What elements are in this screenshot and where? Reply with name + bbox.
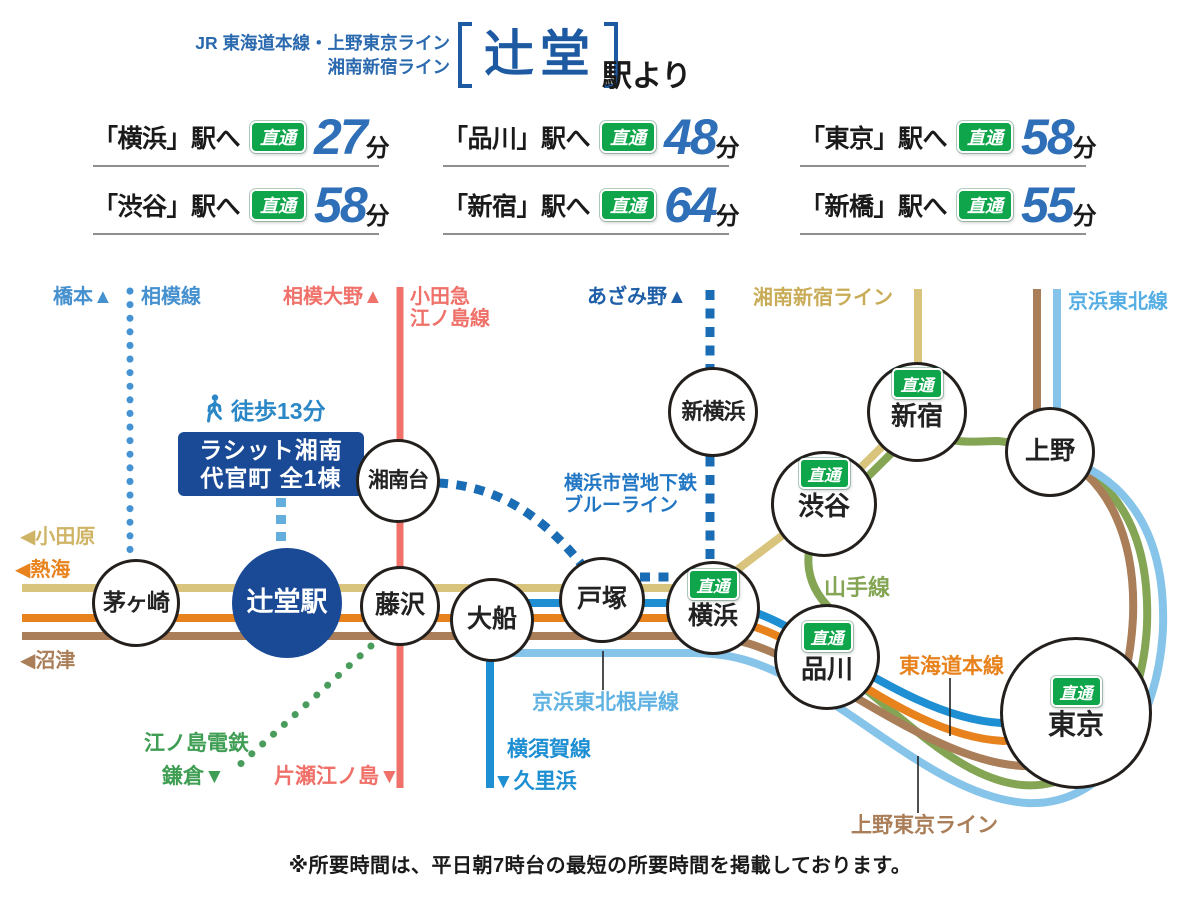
blue-line-label-2: ブルーライン [564,495,679,516]
yokosuka-line-label: 横須賀線 [507,738,591,761]
keihin-tohoku-line-label: 京浜東北線 [1068,291,1168,313]
header-station-bracketed: 辻堂 [458,22,618,88]
time-cell-shibuya: 「渋谷」駅へ 直通 58 分 [93,177,390,235]
direction-atami: ◀熱海 [15,559,71,581]
station-yokohama: 直通 横浜 [666,561,760,655]
direct-badge: 直通 [687,569,739,600]
header-station-suffix: 駅より [602,60,692,93]
direction-kamakura: 鎌倉▼ [162,765,225,788]
time-unit: 分 [365,202,390,230]
tokaido-line-label: 東海道本線 [899,655,1004,678]
enoden-line-path [231,642,375,773]
time-minutes: 58 [1021,109,1075,165]
time-unit: 分 [365,134,390,162]
time-destination: 「東京」駅へ [800,125,948,153]
time-cell-shinagawa: 「品川」駅へ 直通 48 分 [443,109,740,167]
time-destination: 「新宿」駅へ [443,193,591,221]
direction-katase-enoshima: 片瀬江ノ島▼ [274,765,400,788]
time-minutes: 55 [1021,177,1075,233]
station-tokyo: 直通 東京 [1000,637,1152,789]
header-line-names: JR 東海道本線・上野東京ライン 湘南新宿ライン [180,31,450,79]
time-minutes: 58 [314,177,368,233]
header-line1: JR 東海道本線・上野東京ライン [195,33,450,53]
odakyu-line-label-1: 小田急 [410,286,470,308]
station-fujisawa: 藤沢 [360,566,440,646]
time-minutes: 48 [664,109,718,165]
station-ueno: 上野 [1005,407,1095,497]
walk-time-text: 徒歩13分 [231,398,326,424]
walking-person-icon [207,394,222,423]
enoden-line-label: 江ノ島電鉄 [144,732,249,755]
blue-line-label-1: 横浜市営地下鉄 [564,473,698,494]
left-bracket-icon [458,22,472,88]
direction-hashimoto: 橋本▲ [53,286,113,308]
station-tsujido: 辻堂駅 [232,548,342,658]
time-cell-tokyo: 「東京」駅へ 直通 58 分 [800,109,1097,167]
time-cell-yokohama: 「横浜」駅へ 直通 27 分 [93,109,390,167]
header-line2: 湘南新宿ライン [327,57,451,77]
direction-numazu: ◀沼津 [20,650,76,672]
direct-badge: 直通 [957,121,1014,153]
time-destination: 「渋谷」駅へ [93,193,241,221]
time-unit: 分 [715,202,740,230]
walk-time-row: 徒歩13分 [203,392,326,426]
direct-badge: 直通 [600,121,657,153]
station-shonandai: 湘南台 [356,439,440,523]
direction-sagami-ono: 相模大野▲ [283,286,383,308]
station-ofuna: 大船 [450,578,534,662]
odakyu-line-label: 小田急 江ノ島線 [410,286,490,330]
station-shibuya: 直通 渋谷 [771,451,877,557]
direct-badge: 直通 [600,189,657,221]
time-minutes: 27 [314,109,368,165]
odakyu-line-label-2: 江ノ島線 [410,308,490,330]
station-shin-yokohama: 新横浜 [668,367,758,457]
time-cell-shinbashi: 「新橋」駅へ 直通 55 分 [800,177,1097,235]
negishi-line-label: 京浜東北根岸線 [532,691,679,714]
property-name-line2: 代官町 全1棟 [200,465,342,491]
time-minutes: 64 [664,177,718,233]
direct-badge: 直通 [798,458,850,489]
footnote: ※所要時間は、平日朝7時台の最短の所要時間を掲載しております。 [288,855,912,877]
time-destination: 「横浜」駅へ [93,125,241,153]
time-unit: 分 [1072,202,1097,230]
blue-line-label: 横浜市営地下鉄 ブルーライン [564,473,697,517]
time-cell-shinjuku: 「新宿」駅へ 直通 64 分 [443,177,740,235]
shonan-shinjuku-line-label: 湘南新宿ライン [753,287,893,309]
direction-kurihama: ▼久里浜 [493,770,577,793]
sagami-line-label: 相模線 [141,286,201,308]
blue-line-curve-path [437,478,586,568]
direct-badge: 直通 [250,121,307,153]
station-shinagawa: 直通 品川 [774,604,880,710]
direct-badge: 直通 [957,189,1014,221]
property-name-line1: ラシット湘南 [199,437,343,463]
direct-badge: 直通 [891,368,943,399]
station-shinjuku: 直通 新宿 [867,362,967,462]
time-destination: 「新橋」駅へ [800,193,948,221]
direction-odawara: ◀小田原 [20,526,96,548]
header-station-name: 辻堂 [484,26,596,82]
ueno-tokyo-line-label: 上野東京ライン [851,814,998,837]
yamanote-line-label: 山手線 [824,575,891,600]
time-unit: 分 [715,134,740,162]
station-totsuka: 戸塚 [559,557,645,643]
property-name-box: ラシット湘南 代官町 全1棟 [178,432,364,496]
direct-badge: 直通 [801,621,853,652]
direct-badge: 直通 [250,189,307,221]
direction-azamino: あざみ野▲ [587,286,687,308]
direct-badge: 直通 [1050,676,1102,707]
right-bracket-icon [604,22,618,88]
station-chigasaki: 茅ヶ崎 [92,559,180,647]
time-destination: 「品川」駅へ [443,125,591,153]
time-unit: 分 [1072,134,1097,162]
